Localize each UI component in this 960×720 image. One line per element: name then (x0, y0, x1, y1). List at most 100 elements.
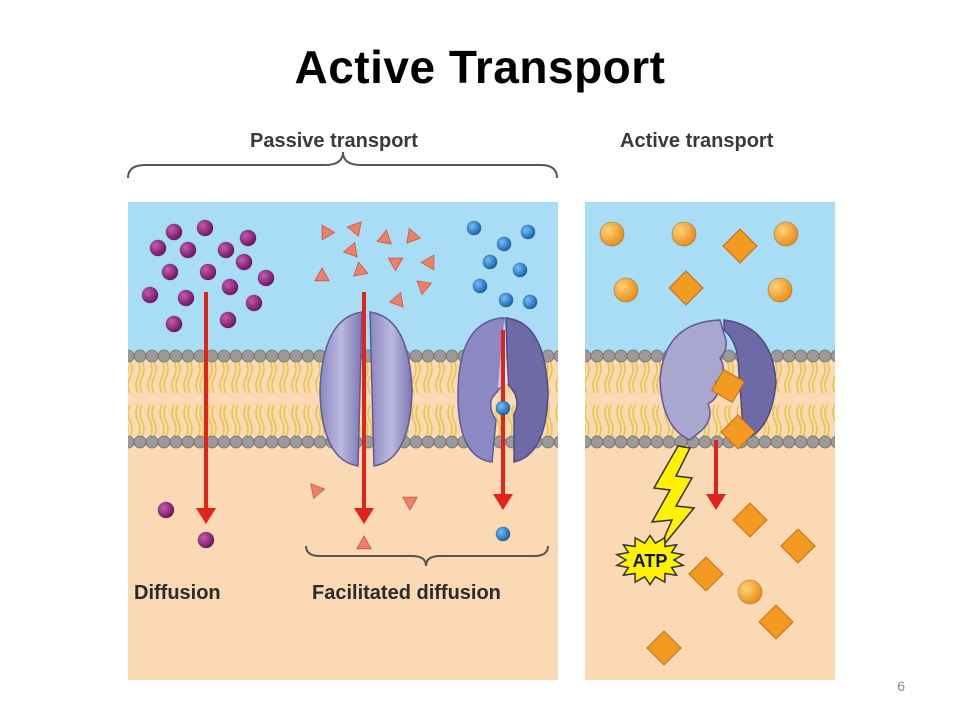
lipid-head (409, 349, 423, 363)
lipid-head (818, 435, 832, 449)
lipid-head (614, 349, 628, 363)
lipid-head (289, 435, 303, 449)
lipid-head (818, 349, 832, 363)
lipid-head (145, 435, 159, 449)
lipid-head (602, 349, 616, 363)
active-panel (585, 202, 835, 680)
lipid-head (313, 435, 327, 449)
diamond-molecule (688, 556, 724, 592)
purple-molecule (165, 223, 183, 241)
lipid-head (806, 349, 820, 363)
lipid-head (770, 435, 784, 449)
lipid-head (626, 435, 640, 449)
lipid-head (421, 349, 435, 363)
lipid-head (241, 435, 255, 449)
facilitated-diffusion-label: Facilitated diffusion (312, 582, 501, 604)
triangle-molecule (416, 280, 433, 296)
down-arrow-icon (706, 440, 726, 510)
lipid-head (157, 435, 171, 449)
energy-bolt (650, 445, 696, 553)
triangle-molecule (310, 483, 326, 500)
orange-sphere-molecule (773, 221, 799, 247)
orange-sphere-molecule (613, 277, 639, 303)
triangle-molecule (376, 229, 392, 245)
lipid-head (585, 349, 592, 363)
active-transport-label: Active transport (620, 130, 774, 152)
lipid-tails (159, 360, 169, 438)
triangle-molecule (406, 227, 422, 244)
molecules (141, 219, 816, 666)
lipid-tails (592, 360, 602, 438)
purple-molecule (199, 263, 217, 281)
lipid-tails (135, 360, 145, 438)
transport-arrows (196, 292, 726, 524)
carrier-protein (457, 317, 549, 463)
lipid-head (782, 435, 796, 449)
triangle-molecule (420, 254, 435, 271)
blue-molecule (466, 220, 482, 236)
purple-molecule (245, 294, 263, 312)
diamond-molecule (646, 630, 682, 666)
lipid-tails (279, 360, 289, 438)
lipid-tails (585, 360, 590, 438)
lipid-head (133, 435, 147, 449)
lipid-head (541, 435, 555, 449)
lipid-tails (128, 360, 133, 438)
diamond-molecule (732, 502, 768, 538)
lipid-tails (423, 360, 433, 438)
blue-molecule (495, 526, 511, 542)
lipid-head (433, 435, 447, 449)
lipid-tails (796, 360, 806, 438)
lipid-head (614, 435, 628, 449)
lipid-head (794, 349, 808, 363)
blue-molecule (522, 294, 538, 310)
diamond-molecule (722, 228, 758, 264)
lipid-head (133, 349, 147, 363)
atp-label: ATP (633, 551, 668, 571)
lipid-head (277, 349, 291, 363)
lipid-head (289, 349, 303, 363)
lipid-head (241, 349, 255, 363)
lipid-head (782, 349, 796, 363)
lipid-tails (808, 360, 818, 438)
lipid-head (128, 349, 135, 363)
lipid-tails (255, 360, 265, 438)
blue-molecule (482, 254, 498, 270)
diamond-molecule (668, 270, 704, 306)
lipid-head (301, 349, 315, 363)
lipid-head (830, 349, 835, 363)
lipid-head (585, 435, 592, 449)
lipid-head (253, 349, 267, 363)
purple-molecule (177, 289, 195, 307)
lipid-head (794, 435, 808, 449)
lipid-bilayer-left (128, 349, 558, 449)
lipid-tails (303, 360, 313, 438)
lipid-tails (447, 360, 457, 438)
purple-molecule (221, 278, 239, 296)
lipid-head (638, 349, 652, 363)
triangle-molecule (321, 224, 336, 241)
triangle-molecule (388, 291, 404, 308)
diamond-molecule (758, 604, 794, 640)
lipid-head (229, 349, 243, 363)
lipid-tails (652, 360, 662, 438)
purple-molecule (149, 239, 167, 257)
blue-molecule (472, 278, 488, 294)
purple-molecule (235, 253, 253, 271)
lipid-tails (183, 360, 193, 438)
lipid-head (758, 435, 772, 449)
down-arrow-icon (196, 292, 216, 524)
lipid-head (217, 349, 231, 363)
lipid-bilayer-right (585, 349, 835, 449)
lipid-head (590, 435, 604, 449)
lipid-head (253, 435, 267, 449)
lipid-head (145, 349, 159, 363)
lipid-head (602, 435, 616, 449)
triangle-molecule (402, 496, 418, 511)
lipid-head (181, 435, 195, 449)
orange-sphere-molecule (671, 221, 697, 247)
purple-molecule (157, 501, 175, 519)
lipid-tails (171, 360, 181, 438)
passive-transport-label: Passive transport (250, 130, 418, 152)
lipid-head (128, 435, 135, 449)
